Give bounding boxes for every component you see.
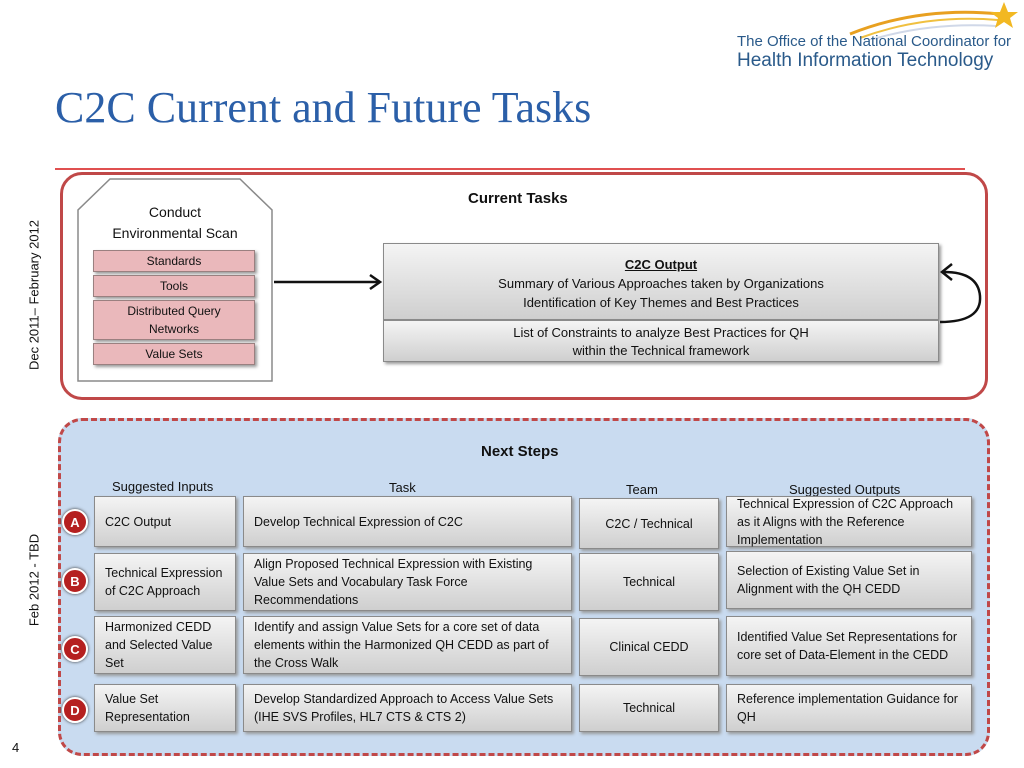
current-timeline-label: Dec 2011– February 2012 [26, 219, 42, 371]
row-d-input: Value Set Representation [94, 684, 236, 732]
slide-title: C2C Current and Future Tasks [55, 83, 592, 132]
row-a-task: Develop Technical Expression of C2C [243, 496, 572, 547]
constraints-line1: List of Constraints to analyze Best Prac… [513, 325, 809, 340]
loop-back-arrow [939, 263, 982, 324]
row-b-badge: B [62, 568, 88, 594]
c2c-output-line1: Summary of Various Approaches taken by O… [498, 276, 824, 291]
org-name-line2: Health Information Technology [737, 50, 994, 71]
row-c-output: Identified Value Set Representations for… [726, 616, 972, 676]
scan-title-line1: Conduct [148, 204, 202, 220]
scan-item-distributed-query-networks: Distributed Query Networks [93, 300, 255, 340]
scan-item-standards: Standards [93, 250, 255, 272]
c2c-output-box: C2C Output Summary of Various Approaches… [383, 243, 939, 320]
row-a-input: C2C Output [94, 496, 236, 547]
scan-item-value-sets: Value Sets [93, 343, 255, 365]
c2c-output-title: C2C Output [624, 257, 698, 272]
row-d-badge: D [62, 697, 88, 723]
scan-title-line2: Environmental Scan [112, 225, 238, 241]
row-a-team: C2C / Technical [579, 498, 719, 549]
row-b-team: Technical [579, 553, 719, 611]
scan-to-output-arrow [274, 273, 383, 291]
col-header-inputs: Suggested Inputs [112, 479, 214, 494]
scan-item-tools: Tools [93, 275, 255, 297]
col-header-team: Team [626, 482, 658, 497]
row-c-task: Identify and assign Value Sets for a cor… [243, 616, 572, 674]
row-b-task: Align Proposed Technical Expression with… [243, 553, 572, 611]
row-a-badge: A [62, 509, 88, 535]
next-steps-heading: Next Steps [481, 443, 559, 460]
c2c-output-line2: Identification of Key Themes and Best Pr… [523, 295, 799, 310]
page-number: 4 [12, 740, 20, 755]
row-c-badge: C [62, 636, 88, 662]
row-b-output: Selection of Existing Value Set in Align… [726, 551, 972, 609]
row-b-input: Technical Expression of C2C Approach [94, 553, 236, 611]
org-name-line1: The Office of the National Coordinator f… [737, 33, 1012, 50]
row-a-output: Technical Expression of C2C Approach as … [726, 496, 972, 547]
col-header-task: Task [389, 480, 416, 495]
title-divider [55, 168, 965, 170]
onc-logo: The Office of the National Coordinator f… [700, 0, 1024, 80]
current-tasks-heading: Current Tasks [468, 190, 568, 207]
constraints-box: List of Constraints to analyze Best Prac… [383, 320, 939, 362]
row-c-team: Clinical CEDD [579, 618, 719, 676]
next-timeline-label: Feb 2012 - TBD [26, 533, 42, 627]
row-d-task: Develop Standardized Approach to Access … [243, 684, 572, 732]
star-swoosh-icon [849, 2, 1018, 40]
constraints-line2: within the Technical framework [572, 343, 750, 358]
row-d-output: Reference implementation Guidance for QH [726, 684, 972, 732]
row-c-input: Harmonized CEDD and Selected Value Set [94, 616, 236, 674]
environmental-scan-title: Conduct Environmental Scan [75, 202, 275, 244]
col-header-outputs: Suggested Outputs [789, 482, 901, 497]
row-d-team: Technical [579, 684, 719, 732]
